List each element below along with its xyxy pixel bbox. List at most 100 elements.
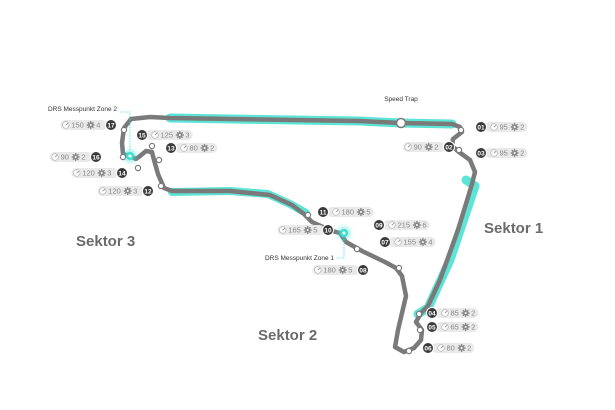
corner-gear: 2 — [471, 323, 475, 332]
apex-05 — [416, 326, 424, 334]
gear-icon — [461, 322, 470, 332]
corner-number-badge — [426, 307, 438, 319]
corner-gear: 2 — [471, 309, 475, 318]
corner-gear: 3 — [107, 169, 111, 178]
corner-gear: 2 — [434, 143, 438, 152]
corner-speed: 120 — [108, 187, 121, 196]
sector-1-label: Sektor 1 — [484, 220, 543, 237]
corner-number: 11 — [320, 209, 327, 216]
corner-gear: 2 — [81, 153, 85, 162]
corner-info-pill — [277, 225, 325, 235]
corner-marker-14: 120 3 14 — [71, 167, 128, 179]
corner-number: 01 — [477, 124, 485, 131]
gear-icon — [123, 186, 132, 196]
speedometer-icon — [62, 121, 70, 129]
corner-gear: 5 — [366, 208, 370, 217]
corner-info-pill — [312, 265, 360, 275]
gear-icon — [303, 225, 312, 235]
corner-speed: 65 — [451, 323, 459, 332]
apex-11 — [304, 211, 312, 219]
corner-marker-02: 90 2 02 — [402, 141, 455, 153]
speed-trap-marker: Speed Trap — [384, 96, 418, 129]
speedometer-icon — [437, 344, 445, 352]
corner-number: 09 — [375, 222, 383, 229]
corner-number-badge — [426, 321, 438, 333]
corner-gear: 4 — [96, 121, 100, 130]
corner-number: 02 — [445, 144, 453, 151]
speedometer-icon — [441, 309, 449, 317]
apex-14 — [134, 164, 142, 172]
apex-04 — [415, 310, 423, 318]
speedometer-icon — [151, 131, 159, 139]
gear-icon — [338, 265, 347, 275]
gear-icon — [457, 343, 466, 353]
corner-marker-17: 150 4 17 — [60, 119, 117, 131]
drs-zone-1-label: DRS Messpunkt Zone 1 — [265, 255, 334, 262]
corner-gear: 2 — [520, 123, 524, 132]
corner-speed: 95 — [500, 123, 508, 132]
corner-number: 17 — [107, 122, 115, 129]
corner-speed: 155 — [404, 238, 417, 247]
corner-number-badge — [142, 185, 154, 197]
corner-number-badge — [90, 151, 102, 163]
corner-speed: 85 — [451, 309, 459, 318]
speedometer-icon — [490, 149, 498, 157]
corner-number: 15 — [138, 132, 146, 139]
gear-icon — [200, 143, 209, 153]
corner-number-badge — [317, 206, 329, 218]
corner-number-badge — [475, 121, 487, 133]
corner-number: 16 — [92, 154, 100, 161]
corner-speed: 125 — [161, 131, 174, 140]
corner-number-badge — [357, 264, 369, 276]
gear-icon — [510, 148, 519, 158]
corner-number: 14 — [118, 170, 126, 177]
speedometer-icon — [51, 153, 59, 161]
corner-speed: 90 — [414, 143, 422, 152]
gear-icon — [510, 122, 519, 132]
apex-16 — [119, 153, 127, 161]
corner-gear: 5 — [313, 226, 317, 235]
speedometer-icon — [314, 266, 322, 274]
corner-number-badge — [165, 142, 177, 154]
apex-07 — [353, 245, 361, 253]
corner-speed: 150 — [71, 121, 84, 130]
corner-gear: 2 — [520, 149, 524, 158]
apex-13 — [155, 156, 163, 164]
corner-number-badge — [105, 119, 117, 131]
speedometer-icon — [404, 143, 412, 151]
corner-info-pill — [71, 168, 119, 178]
gear-icon — [97, 168, 106, 178]
gear-icon — [418, 237, 427, 247]
speedometer-icon — [441, 323, 449, 331]
corner-gear: 2 — [467, 344, 471, 353]
corner-number: 03 — [477, 150, 485, 157]
apex-03 — [455, 146, 463, 154]
apex-06 — [405, 347, 413, 355]
track — [119, 114, 478, 355]
gear-icon — [424, 142, 433, 152]
sector-3-label: Sektor 3 — [76, 233, 135, 250]
corner-speed: 215 — [398, 221, 411, 230]
gear-icon — [71, 152, 80, 162]
gear-icon — [175, 130, 185, 140]
corner-info-pill — [49, 152, 93, 162]
speedometer-icon — [73, 169, 81, 177]
gear-icon — [461, 308, 470, 318]
corner-number-badge — [443, 141, 455, 153]
corner-speed: 120 — [82, 169, 95, 178]
apex-12 — [157, 182, 165, 190]
corner-gear: 3 — [133, 187, 137, 196]
drs-detection-zone-2: DRS Messpunkt Zone 2 — [48, 106, 136, 162]
corner-number-badge — [475, 147, 487, 159]
corner-number: 07 — [381, 239, 389, 246]
corner-number-badge — [379, 236, 391, 248]
corner-number: 08 — [359, 267, 367, 274]
